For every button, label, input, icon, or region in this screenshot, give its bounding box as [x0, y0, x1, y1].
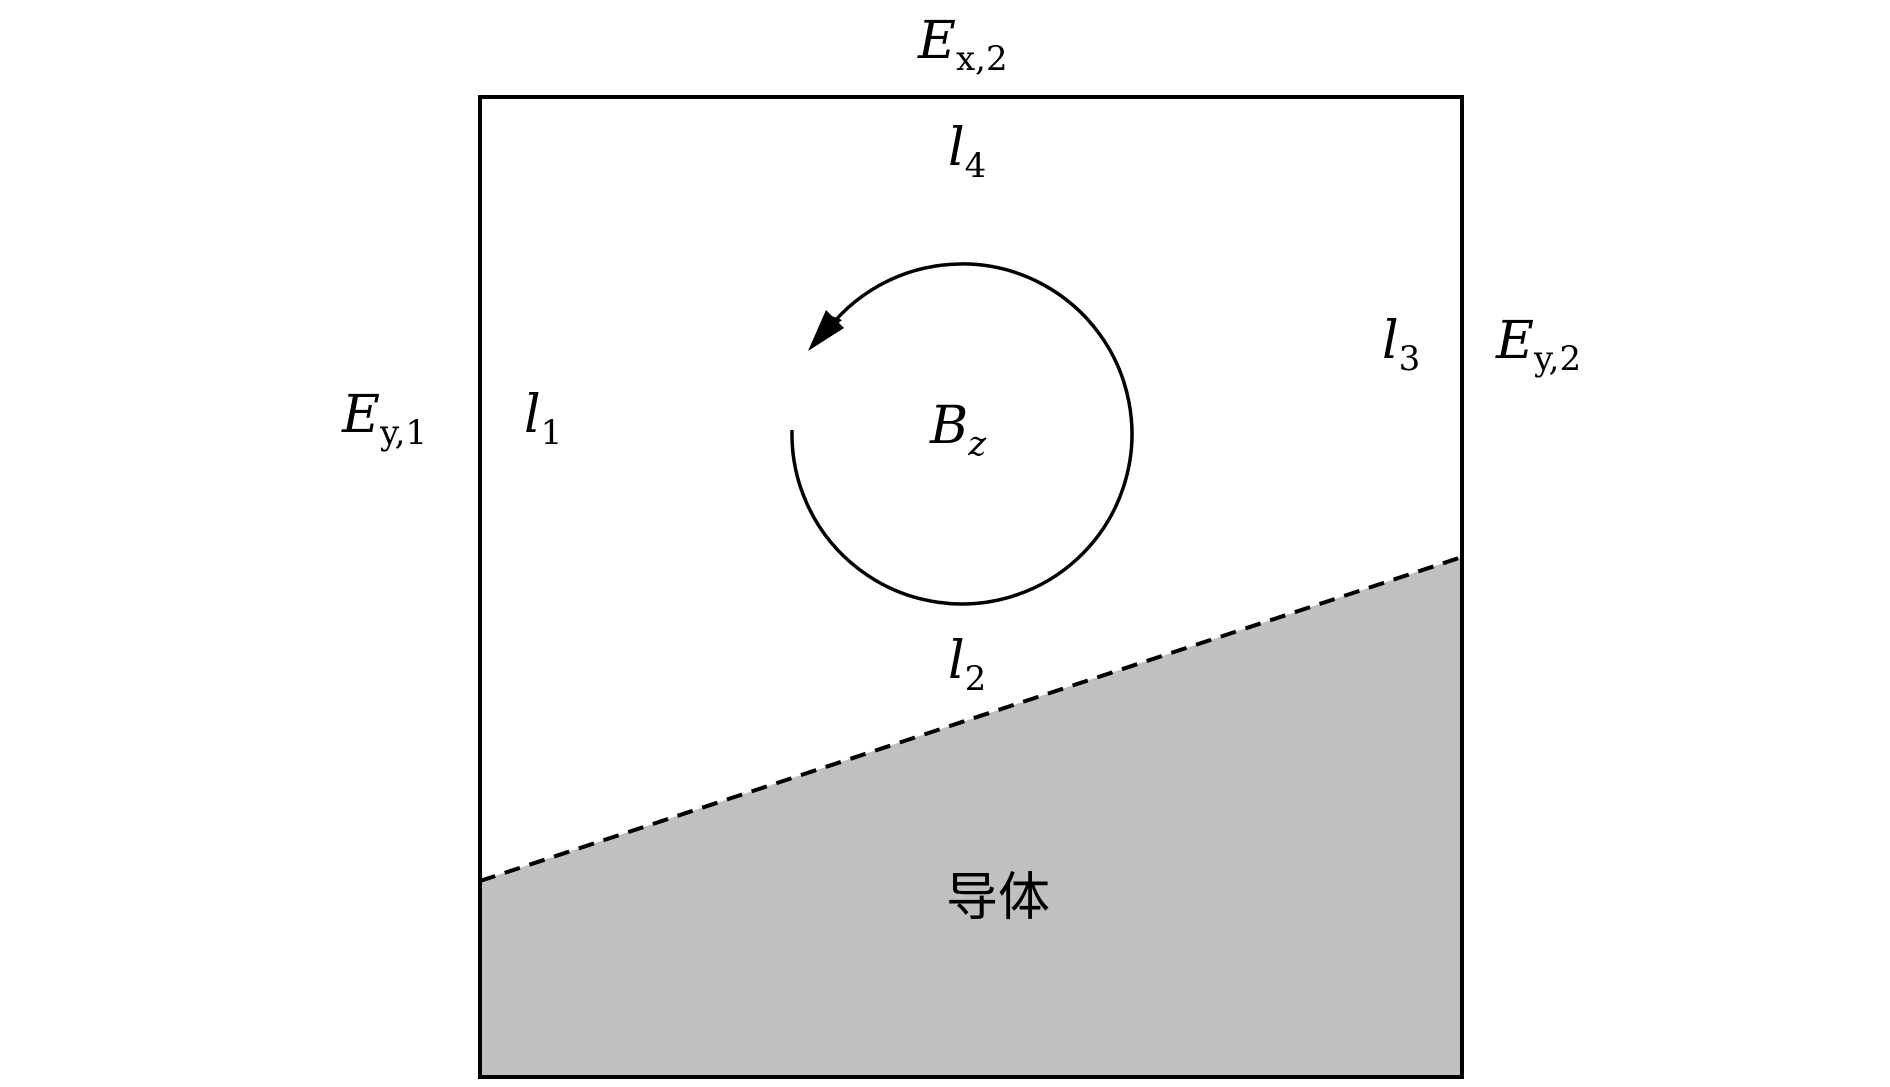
label-e-y1: Ey,1: [341, 385, 427, 453]
loop-rectangle: [478, 95, 1464, 1079]
circulation-arrowhead-icon-solid: [808, 310, 844, 351]
label-l4: l4: [948, 118, 986, 186]
label-l3: l3: [1382, 311, 1420, 379]
conductor-label: 导体: [946, 868, 1050, 928]
conductor-region: [480, 557, 1462, 1077]
circulation-arc: [790, 262, 1134, 606]
label-b-z: Bz: [929, 396, 987, 464]
label-l2: l2: [948, 631, 986, 699]
label-e-x2: Ex,2: [917, 11, 1008, 79]
label-l1: l1: [524, 385, 562, 453]
label-e-y2: Ey,2: [1495, 311, 1581, 379]
conductor-boundary-dashed: [479, 555, 1463, 883]
